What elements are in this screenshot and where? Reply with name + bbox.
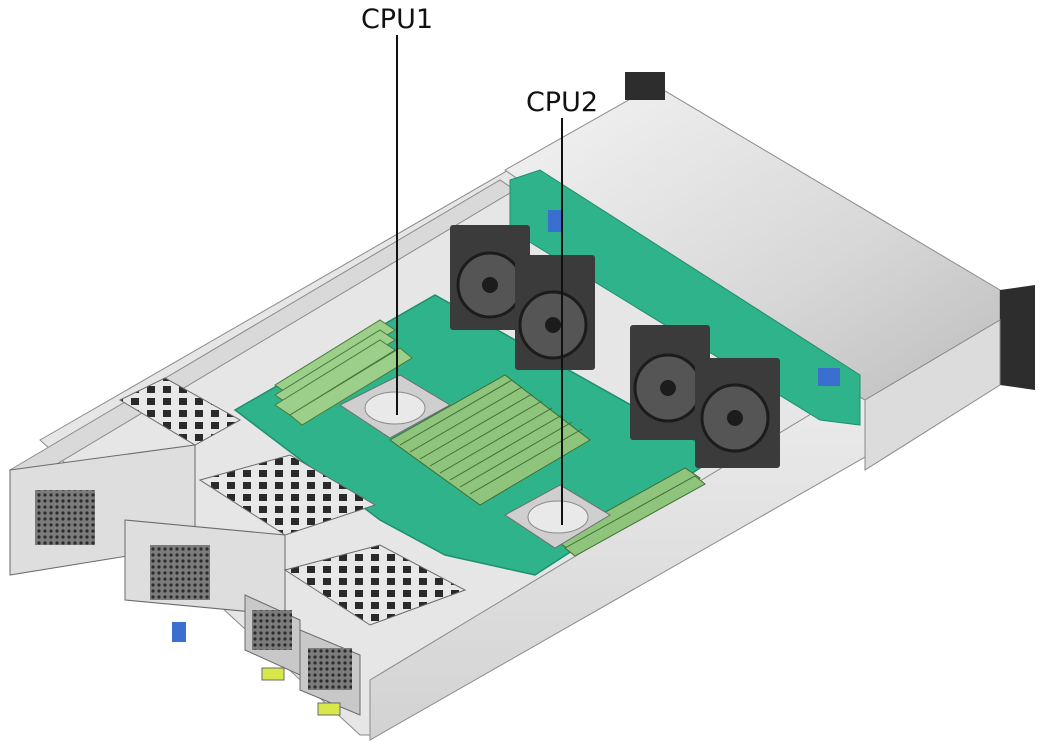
psu-handle-2 [317, 702, 341, 716]
cpu1-label: CPU1 [361, 4, 433, 35]
blue-latch-right [818, 368, 840, 386]
fan-module-1 [450, 225, 530, 330]
riser-cage-icon [283, 544, 467, 626]
dimm-bank-cpu2-right [554, 467, 706, 557]
cpu2-heatsink [504, 484, 611, 549]
psu-2 [299, 629, 361, 716]
dimm-bank-center [389, 374, 591, 506]
psu-1 [244, 594, 301, 681]
riser-cage-icon [198, 454, 377, 536]
cpu1-heatsink [339, 374, 452, 439]
fan-module-3 [630, 325, 710, 440]
fan-module-4 [695, 358, 780, 468]
blue-latch-left [548, 210, 562, 232]
fan-module-2 [515, 255, 595, 370]
psu-handle-1 [261, 667, 285, 681]
dimm-module-icon [274, 319, 413, 426]
riser-cage-icon [118, 377, 242, 446]
dimm-module-icon [554, 467, 701, 551]
dimm-bank-cpu1-left [274, 319, 413, 426]
blue-tab-front-2 [172, 622, 186, 642]
riser-cage-3 [283, 544, 467, 626]
front-handle-top [625, 72, 665, 100]
front-handle-right [1000, 285, 1035, 390]
riser-cage-2 [124, 454, 377, 616]
drive-bay-face [864, 319, 1001, 471]
cpu2-label: CPU2 [526, 87, 598, 118]
